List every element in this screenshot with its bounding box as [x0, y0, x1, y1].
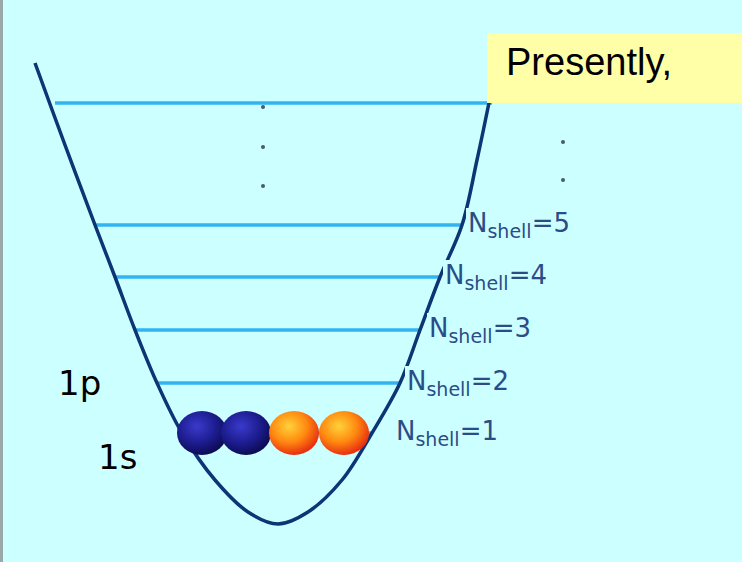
dot	[261, 184, 265, 188]
nucleon	[221, 411, 271, 455]
frame-edge	[0, 0, 3, 562]
subscript-text: shell	[426, 378, 470, 400]
label-text: N	[407, 366, 426, 396]
nucleon	[269, 411, 319, 455]
potential-well	[35, 63, 492, 524]
energy-level	[115, 275, 440, 279]
shell-label: Nshell=3	[427, 313, 533, 347]
nucleons	[177, 411, 369, 455]
subscript-text: shell	[464, 272, 508, 294]
dot	[261, 145, 265, 149]
label-text: N	[429, 313, 448, 343]
label-text: =2	[471, 366, 509, 396]
continuation-dots	[261, 105, 565, 188]
label-text: =1	[460, 416, 498, 446]
subscript-text: shell	[448, 325, 492, 347]
highlight-box: Presently,	[487, 33, 742, 103]
label-text: =3	[493, 313, 531, 343]
shell-label: Nshell=5	[466, 208, 572, 242]
box-text: Presently,	[506, 41, 742, 84]
nucleon	[319, 411, 369, 455]
nucleon	[177, 411, 227, 455]
label-text: N	[468, 208, 487, 238]
orbital-label: 1s	[96, 437, 139, 477]
label-text: N	[445, 260, 464, 290]
label-text: 1s	[98, 437, 137, 477]
dot	[561, 178, 565, 182]
label-text: =5	[532, 208, 570, 238]
energy-level	[157, 381, 400, 385]
label-text: 1p	[58, 363, 101, 403]
orbital-label: 1p	[56, 363, 103, 403]
energy-level	[95, 223, 462, 227]
label-text: =4	[509, 260, 547, 290]
energy-level	[55, 101, 492, 105]
shell-label: Nshell=2	[405, 366, 511, 400]
label-text: N	[396, 416, 415, 446]
dot	[561, 140, 565, 144]
shell-label: Nshell=4	[443, 260, 549, 294]
subscript-text: shell	[487, 220, 531, 242]
subscript-text: shell	[415, 428, 459, 450]
energy-level	[135, 328, 420, 332]
shell-label: Nshell=1	[394, 416, 500, 450]
dot	[261, 105, 265, 109]
